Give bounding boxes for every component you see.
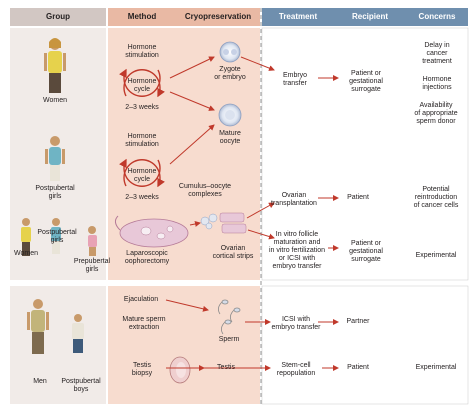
prepubertal-girl-figure-icon [88,226,97,256]
cryo-testis: Testis [217,364,235,371]
testis-icon [169,356,191,384]
method-hormone-cycle-1: Hormone cycle [127,78,157,93]
group-label-postpubertal-girls: Postpubertal girls [35,185,75,200]
concern-reintroduction-of-cancer-cells: Potential reintroduction of cancer cells [413,186,459,209]
hormone-cycle-icon-1 [119,68,165,98]
recipient-patient-2: Patient [347,364,369,371]
boy-figure-icon [72,314,84,353]
method-body-male [108,286,260,404]
cryo-cumulus-oocyte-complexes: Cumulus–oocyte complexes [178,183,232,198]
right-header-band [262,8,468,26]
treatment-ovarian-transplantation: Ovarian transplantation [271,192,317,207]
method-hormone-cycle-2: Hormone cycle [127,168,157,183]
group-header-band [10,8,106,26]
treatment-icsi-embryo-transfer: ICSI with embryo transfer [271,316,321,331]
concern-delay-in-cancer-treatment: Delay in cancer treatment [422,42,452,65]
recipient-patient-1: Patient [347,194,369,201]
concern-experimental-2: Experimental [415,364,457,371]
header-concerns: Concerns [418,12,456,21]
concern-hormone-injections: Hormone injections [422,76,452,91]
method-weeks-1: 2–3 weeks [125,104,159,111]
header-treatment: Treatment [278,12,318,21]
postpubertal-girl-small-figure-icon [51,218,61,254]
cryo-ovarian-cortical-strips: Ovarian cortical strips [212,245,254,260]
method-hormone-stimulation-1: Hormone stimulation [125,44,159,59]
postpubertal-girl-figure-icon [45,136,65,181]
group-label-men: Men [33,378,47,385]
mature-oocyte-icon [218,103,242,127]
recipient-patient-or-surrogate-1: Patient or gestational surrogate [349,70,383,93]
group-label-postpubertal-girls-2: Postpubertal girls [37,229,77,244]
concern-experimental-1: Experimental [415,252,457,259]
method-hormone-stimulation-2: Hormone stimulation [125,133,159,148]
zygote-icon [219,41,241,63]
women-small-figure-icon [21,218,31,256]
hormone-cycle-icon-2 [119,158,165,188]
header-method: Method [127,12,157,21]
ovary-icon [114,215,189,248]
treatment-stem-cell-repopulation: Stem-cell repopulation [276,362,316,377]
recipient-patient-or-surrogate-2: Patient or gestational surrogate [349,240,383,263]
sperm-icon [218,299,241,335]
treatment-embryo-transfer: Embryo transfer [282,72,308,87]
group-label-women: Women [43,97,67,104]
group-label-women-2: Women [14,250,38,257]
cryo-zygote-or-embryo: Zygote or embryo [214,66,246,81]
method-ejaculation: Ejaculation [123,296,159,303]
header-group: Group [46,12,70,21]
right-body-female [261,27,469,281]
flow-arrows [165,56,339,371]
header-recipient: Recipient [351,12,388,21]
method-mature-sperm-extraction: Mature sperm extraction [122,316,166,331]
group-body-male [10,286,106,404]
right-body-male [261,285,469,405]
women-figure-icon [44,38,66,93]
recipient-partner: Partner [346,318,370,325]
treatment-ivf-follicle-maturation: In vitro follicle maturation and in vitr… [268,231,326,270]
method-header-band [108,8,260,26]
method-testis-biopsy: Testis biopsy [131,362,153,377]
cryo-sperm: Sperm [218,336,240,343]
method-weeks-2: 2–3 weeks [125,194,159,201]
method-laparoscopic-oophorectomy: Laparoscopic oophorectomy [124,250,170,265]
man-figure-icon [27,299,49,354]
cumulus-complex-icon [200,213,218,230]
group-label-postpubertal-boys: Postpubertal boys [61,378,101,393]
cryo-mature-oocyte: Mature oocyte [219,130,241,145]
group-label-prepubertal-girls: Prepubertal girls [73,258,111,273]
header-cryopreservation: Cryopreservation [184,12,252,21]
concern-sperm-donor-availability: Availability of appropriate sperm donor [414,102,458,125]
ovarian-strips-icon [219,212,247,234]
